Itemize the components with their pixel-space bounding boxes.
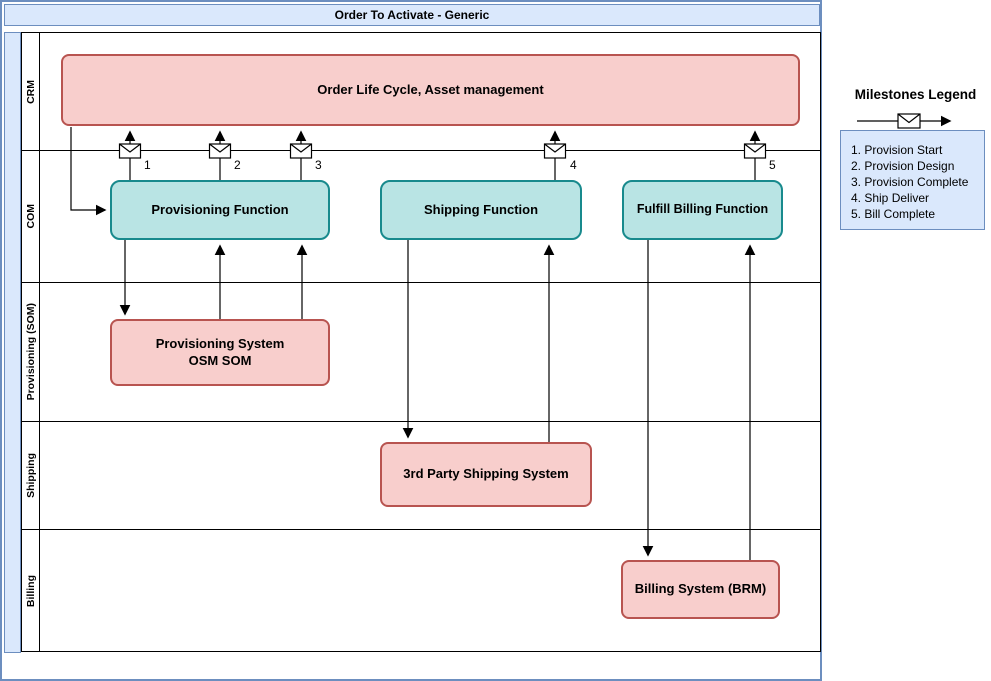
lane-label-crm: CRM (22, 33, 40, 150)
legend-item-1: 1. Provision Start (851, 143, 943, 157)
node-billing-system[interactable]: Billing System (BRM) (621, 560, 780, 619)
node-shipping-function[interactable]: Shipping Function (380, 180, 582, 240)
lane-label-shipping: Shipping (22, 422, 40, 529)
node-provisioning-system[interactable]: Provisioning System OSM SOM (110, 319, 330, 386)
lane-crm: CRM (22, 33, 820, 151)
lane-shipping: Shipping (22, 422, 820, 530)
node-order-life-cycle[interactable]: Order Life Cycle, Asset management (61, 54, 800, 126)
legend-envelope-icon (897, 113, 921, 129)
legend-box: 1. Provision Start 2. Provision Design 3… (840, 130, 985, 230)
legend-item-3: 3. Provision Complete (851, 175, 969, 189)
pool-header-strip (4, 32, 21, 653)
node-third-party-shipping-system[interactable]: 3rd Party Shipping System (380, 442, 592, 507)
legend-heading: Milestones Legend (854, 87, 977, 102)
legend-item-5: 5. Bill Complete (851, 207, 936, 221)
diagram-title: Order To Activate - Generic (4, 4, 820, 26)
legend-item-4: 4. Ship Deliver (851, 191, 930, 205)
lane-label-provisioning-som: Provisioning (SOM) (22, 283, 40, 421)
lane-billing: Billing (22, 530, 820, 652)
node-fulfill-billing-function[interactable]: Fulfill Billing Function (622, 180, 783, 240)
legend-item-2: 2. Provision Design (851, 159, 955, 173)
lane-label-billing: Billing (22, 530, 40, 652)
legend-message-flow-sample (857, 113, 952, 129)
lane-com: COM (22, 151, 820, 283)
lane-label-com: COM (22, 151, 40, 282)
lane-provisioning-som: Provisioning (SOM) (22, 283, 820, 422)
node-provisioning-function[interactable]: Provisioning Function (110, 180, 330, 240)
